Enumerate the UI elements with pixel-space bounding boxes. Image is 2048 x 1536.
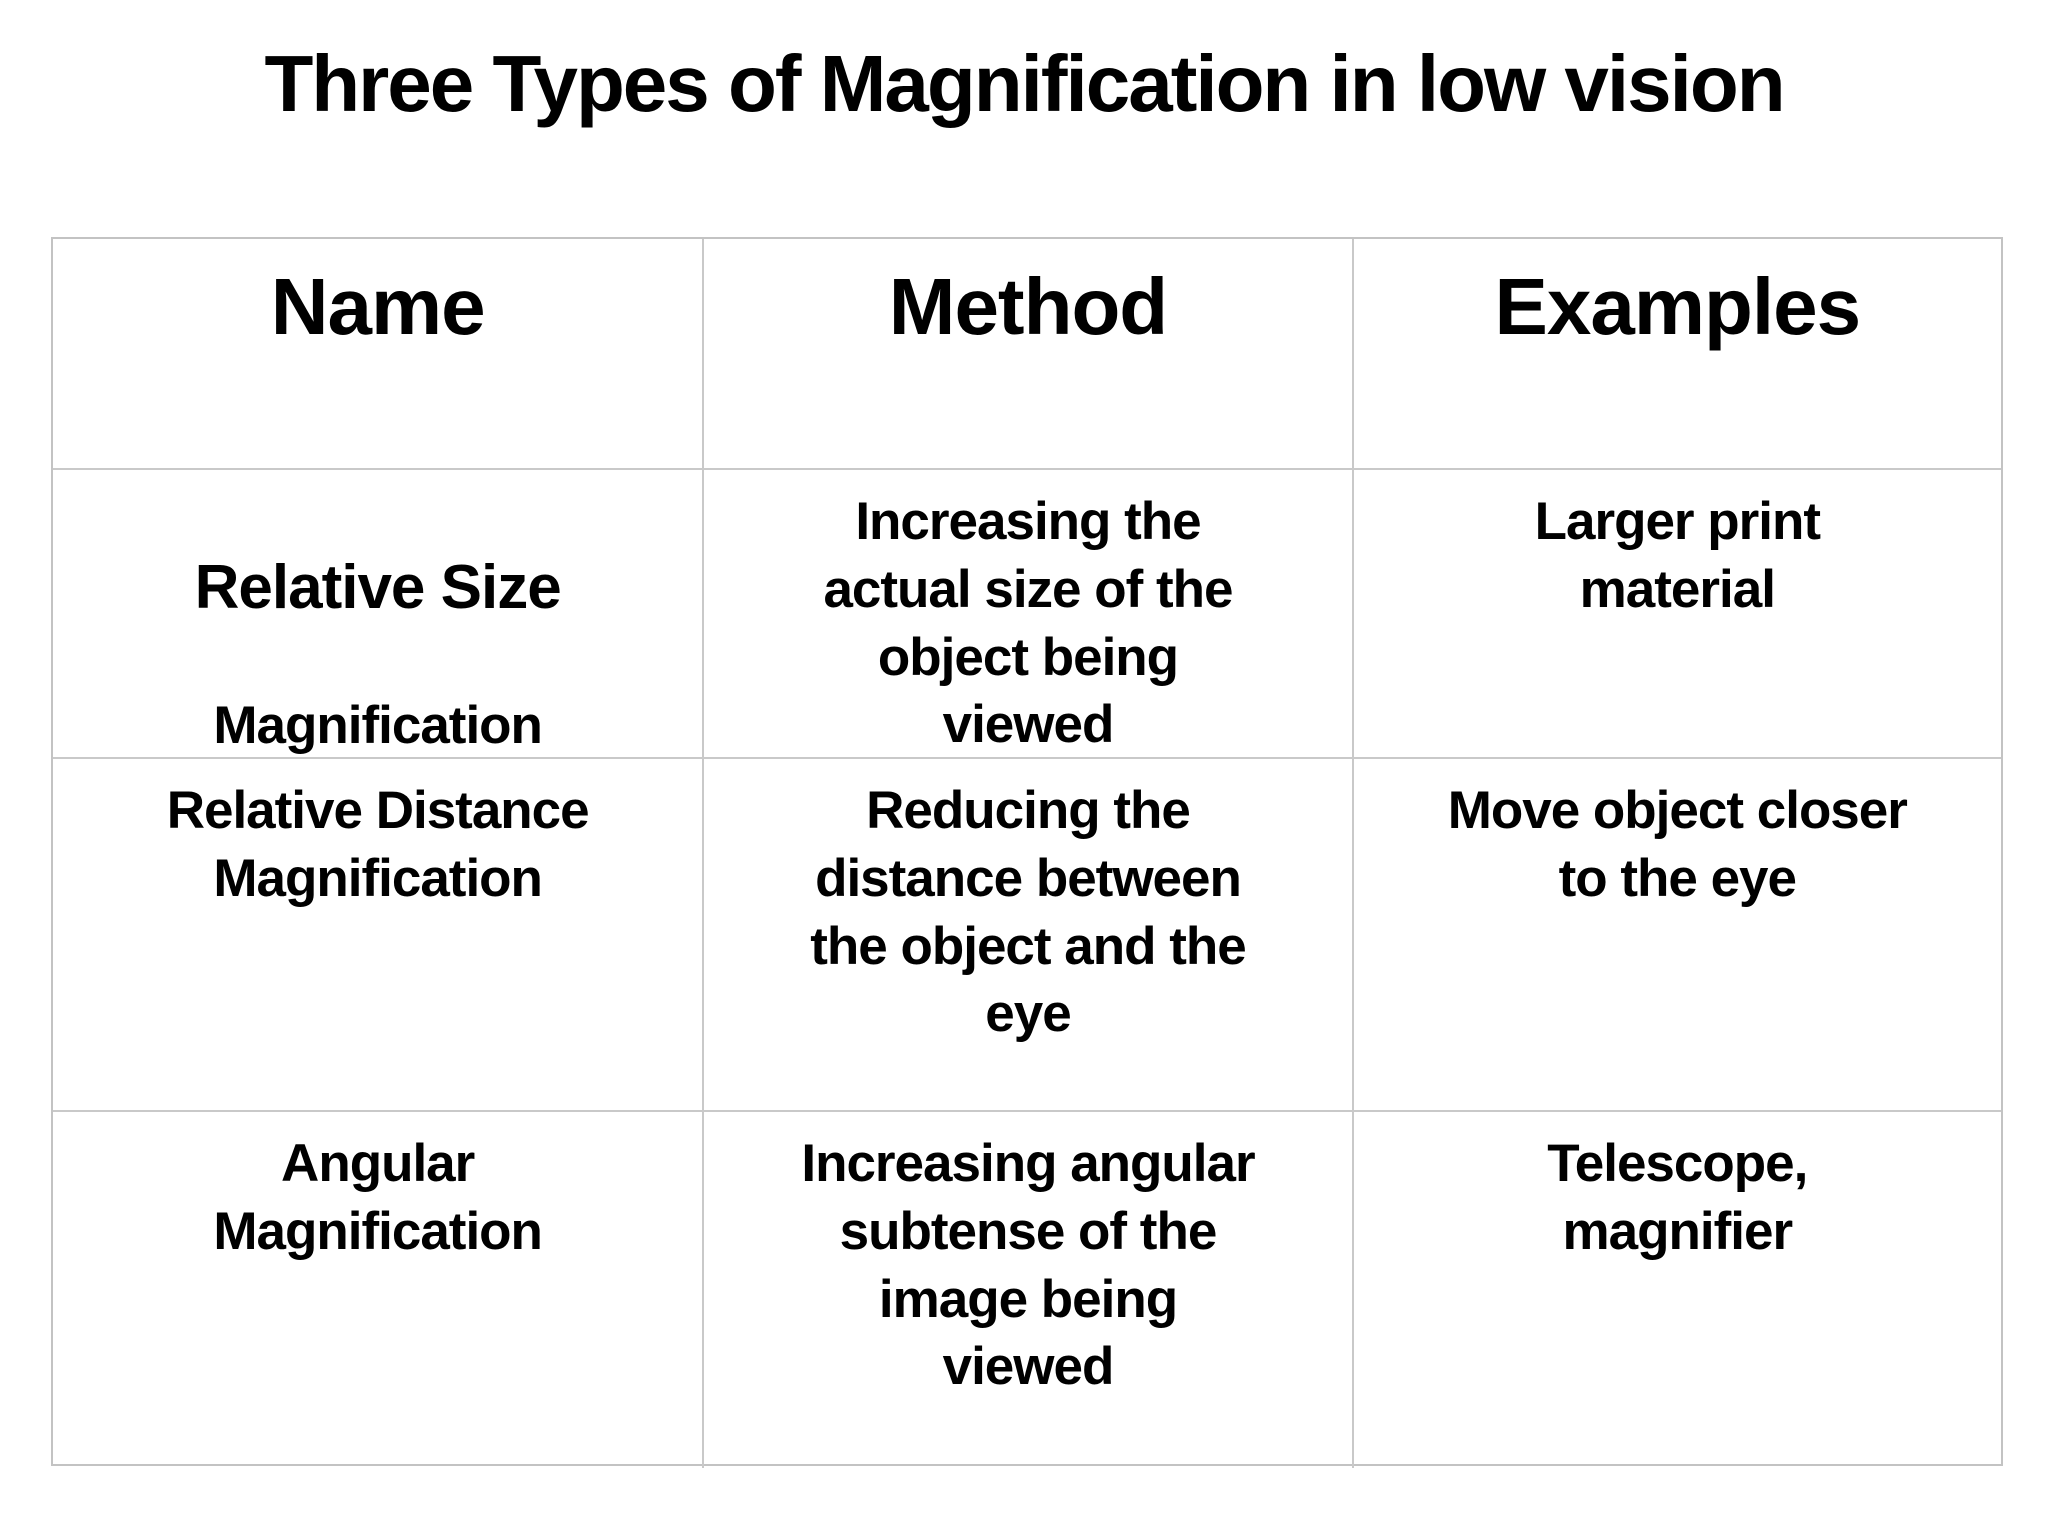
magnification-table: Name Method Examples Relative Size Magni… <box>51 237 2003 1468</box>
cell-name-relative-distance: Relative Distance Magnification <box>53 757 703 1110</box>
column-header-examples: Examples <box>1351 239 2001 468</box>
page-title: Three Types of Magnification in low visi… <box>264 39 1785 128</box>
column-header-method: Method <box>702 239 1351 468</box>
cell-name-angular: Angular Magnification <box>53 1110 703 1468</box>
cell-examples-relative-size: Larger print material <box>1351 468 2001 757</box>
column-header-name: Name <box>270 262 486 351</box>
name-secondary-text: Magnification <box>213 696 543 756</box>
name-primary-text: Relative Size <box>194 552 562 622</box>
cell-method-relative-distance: Reducing the distance between the object… <box>702 757 1352 1110</box>
cell-name-relative-size: Relative Size Magnification <box>53 468 703 757</box>
cell-method-angular: Increasing angular subtense of the image… <box>702 1110 1352 1468</box>
cell-examples-angular: Telescope, magnifier <box>1351 1110 2001 1468</box>
cell-method-relative-size: Increasing the actual size of the object… <box>702 468 1352 757</box>
cell-examples-relative-distance: Move object closer to the eye <box>1351 757 2001 1110</box>
